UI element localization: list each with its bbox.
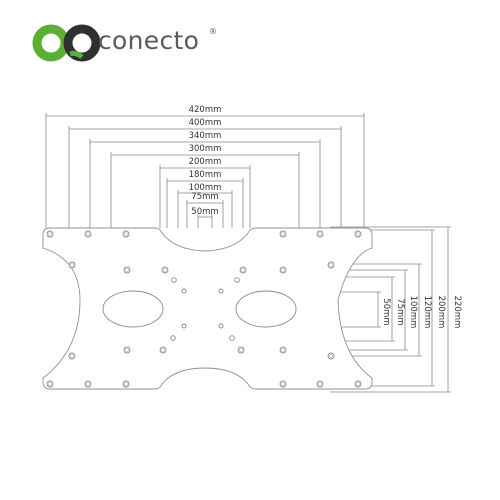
- conecto-logo-icon: [32, 24, 101, 62]
- mounting-hole: [84, 380, 92, 388]
- mounting-hole: [161, 266, 169, 274]
- dim-label-h-1: 400mm: [189, 118, 222, 128]
- h-dim-2: [89, 139, 321, 228]
- mounting-hole: [316, 230, 324, 238]
- mounting-hole: [234, 277, 240, 283]
- dim-label-v-5: 220mm: [452, 296, 462, 329]
- mounting-hole: [354, 230, 362, 238]
- h-dim-5: [166, 178, 244, 228]
- h-dim-4: [159, 165, 251, 228]
- mounting-hole: [123, 266, 131, 274]
- vertical-dimension-lines: [330, 226, 451, 393]
- mounting-hole: [122, 380, 130, 388]
- mounting-hole: [181, 288, 187, 294]
- h-dim-8: [197, 214, 213, 228]
- horizontal-dimension-lines: [45, 113, 365, 228]
- dim-label-h-5: 180mm: [189, 170, 222, 180]
- right-oval-slot: [235, 290, 297, 328]
- mounting-hole: [170, 335, 176, 341]
- mounting-hole: [237, 346, 245, 354]
- mounting-hole: [181, 323, 187, 329]
- mounting-hole: [239, 266, 247, 274]
- mounting-hole: [279, 380, 287, 388]
- mounting-hole: [171, 277, 177, 283]
- dim-label-h-6: 100mm: [189, 183, 222, 193]
- mounting-hole: [68, 261, 76, 269]
- h-dim-1: [68, 126, 342, 228]
- h-dim-6: [177, 190, 233, 228]
- mounting-hole: [327, 352, 335, 360]
- mounting-hole: [279, 266, 287, 274]
- dim-label-v-2: 100mm: [408, 296, 418, 329]
- mounting-hole: [218, 323, 224, 329]
- dim-label-h-2: 340mm: [189, 131, 222, 141]
- mounting-hole: [279, 346, 287, 354]
- mounting-hole: [279, 230, 287, 238]
- dim-label-v-1: 75mm: [395, 298, 405, 325]
- mounting-holes: [46, 230, 362, 388]
- dim-label-v-3: 120mm: [422, 296, 432, 329]
- mounting-hole: [229, 335, 235, 341]
- mounting-hole: [354, 380, 362, 388]
- h-dim-0: [45, 113, 365, 228]
- h-dim-7: [186, 200, 224, 228]
- dim-label-v-0: 50mm: [381, 298, 391, 325]
- mounting-hole: [46, 380, 54, 388]
- dim-label-h-7: 75mm: [191, 192, 218, 202]
- dim-label-h-8: 50mm: [191, 207, 218, 217]
- mounting-hole: [327, 261, 335, 269]
- brand-name: conecto: [98, 26, 200, 55]
- mounting-hole: [84, 230, 92, 238]
- registered-mark: ®: [209, 27, 217, 36]
- mounting-hole: [159, 346, 167, 354]
- horizontal-dimension-labels: 420mm 400mm 340mm 300mm 200mm 180mm 100m…: [189, 105, 222, 217]
- dim-label-h-4: 200mm: [189, 157, 222, 167]
- left-oval-slot: [102, 290, 164, 328]
- mounting-hole: [122, 230, 130, 238]
- mounting-hole: [218, 288, 224, 294]
- dim-label-h-0: 420mm: [189, 105, 222, 115]
- h-dim-3: [110, 152, 300, 228]
- v-dim-5: [330, 226, 451, 393]
- dim-label-v-4: 200mm: [436, 296, 446, 329]
- dim-label-h-3: 300mm: [189, 144, 222, 154]
- mounting-hole: [68, 352, 76, 360]
- vertical-dimension-labels: 50mm 75mm 100mm 120mm 200mm 220mm: [381, 296, 462, 329]
- adapter-plate-outline: [42, 227, 373, 390]
- mounting-hole: [123, 346, 131, 354]
- mounting-hole: [316, 380, 324, 388]
- mounting-hole: [46, 230, 54, 238]
